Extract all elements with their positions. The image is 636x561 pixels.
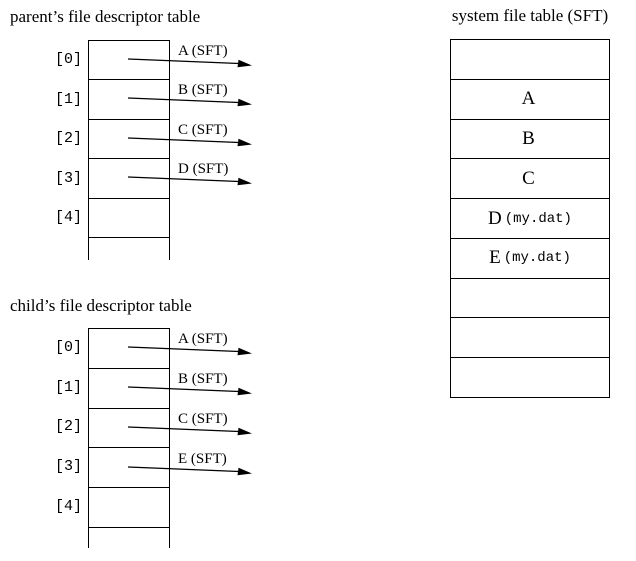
child-fd-cell-1: [89, 369, 169, 409]
sft-row-6: [451, 279, 609, 319]
sft-row-2: B: [451, 120, 609, 160]
child-fd-cell-0: [89, 329, 169, 369]
parent-fd-cell-4: [89, 199, 169, 237]
parent-fd-cell-3: [89, 159, 169, 199]
child-fd-cell-3: [89, 448, 169, 489]
sft-row-4: D(my.dat): [451, 199, 609, 239]
child-index-4: [4]: [54, 498, 82, 515]
child-index-2: [2]: [54, 418, 82, 435]
parent-index-0: [0]: [54, 51, 82, 68]
child-pointer-arrow-0: [128, 346, 252, 356]
child-pointer-arrow-3: [128, 466, 252, 476]
child-arrow-label-3: E (SFT): [178, 451, 227, 467]
parent-pointer-arrow-1: [128, 97, 252, 107]
child-arrow-label-0: A (SFT): [178, 331, 228, 347]
parent-fd-cell-1: [89, 80, 169, 120]
child-pointer-arrow-1: [128, 386, 252, 396]
sft-row-1: A: [451, 80, 609, 120]
child-fd-table: [88, 328, 170, 528]
sft-row-5: E(my.dat): [451, 239, 609, 279]
child-fd-cell-4: [89, 488, 169, 527]
sft-row-3: C: [451, 159, 609, 200]
sft-entry-label: A: [521, 88, 536, 110]
parent-arrow-label-3: D (SFT): [178, 161, 229, 177]
parent-arrow-label-2: C (SFT): [178, 122, 228, 138]
parent-pointer-arrow-3: [128, 176, 252, 186]
sft-entry-label: B: [522, 127, 535, 149]
system-file-table: A B C D(my.dat) E(my.dat): [450, 39, 610, 398]
parent-arrow-label-1: B (SFT): [178, 82, 228, 98]
parent-pointer-arrow-0: [128, 58, 252, 68]
parent-index-2: [2]: [54, 130, 82, 147]
child-pointer-arrow-2: [128, 426, 252, 436]
child-index-0: [0]: [54, 339, 82, 356]
child-index-1: [1]: [54, 379, 82, 396]
parent-fd-cell-2: [89, 120, 169, 160]
sft-title: system file table (SFT): [451, 6, 609, 25]
sft-entry-label: C: [522, 167, 535, 189]
child-table-continuation: [88, 528, 170, 548]
child-arrow-label-1: B (SFT): [178, 371, 228, 387]
parent-index-3: [3]: [54, 170, 82, 187]
sft-row-7: [451, 318, 609, 359]
parent-arrow-label-0: A (SFT): [178, 43, 228, 59]
child-index-3: [3]: [54, 458, 82, 475]
child-fd-cell-2: [89, 409, 169, 449]
parent-fd-table: [88, 40, 170, 238]
parent-table-title: parent’s file descriptor table: [10, 7, 201, 26]
sft-file-label: (my.dat): [504, 210, 572, 227]
parent-index-1: [1]: [54, 91, 82, 108]
parent-pointer-arrow-2: [128, 137, 252, 147]
parent-fd-cell-0: [89, 41, 169, 81]
parent-index-4: [4]: [54, 209, 82, 226]
sft-entry-label: D: [488, 207, 502, 229]
parent-table-continuation: [88, 238, 170, 260]
sft-entry-label: E: [489, 247, 501, 269]
sft-row-0: [451, 40, 609, 80]
child-arrow-label-2: C (SFT): [178, 411, 228, 427]
child-table-title: child’s file descriptor table: [10, 296, 192, 315]
sft-file-label: (my.dat): [503, 250, 571, 267]
sft-row-8: [451, 358, 609, 397]
